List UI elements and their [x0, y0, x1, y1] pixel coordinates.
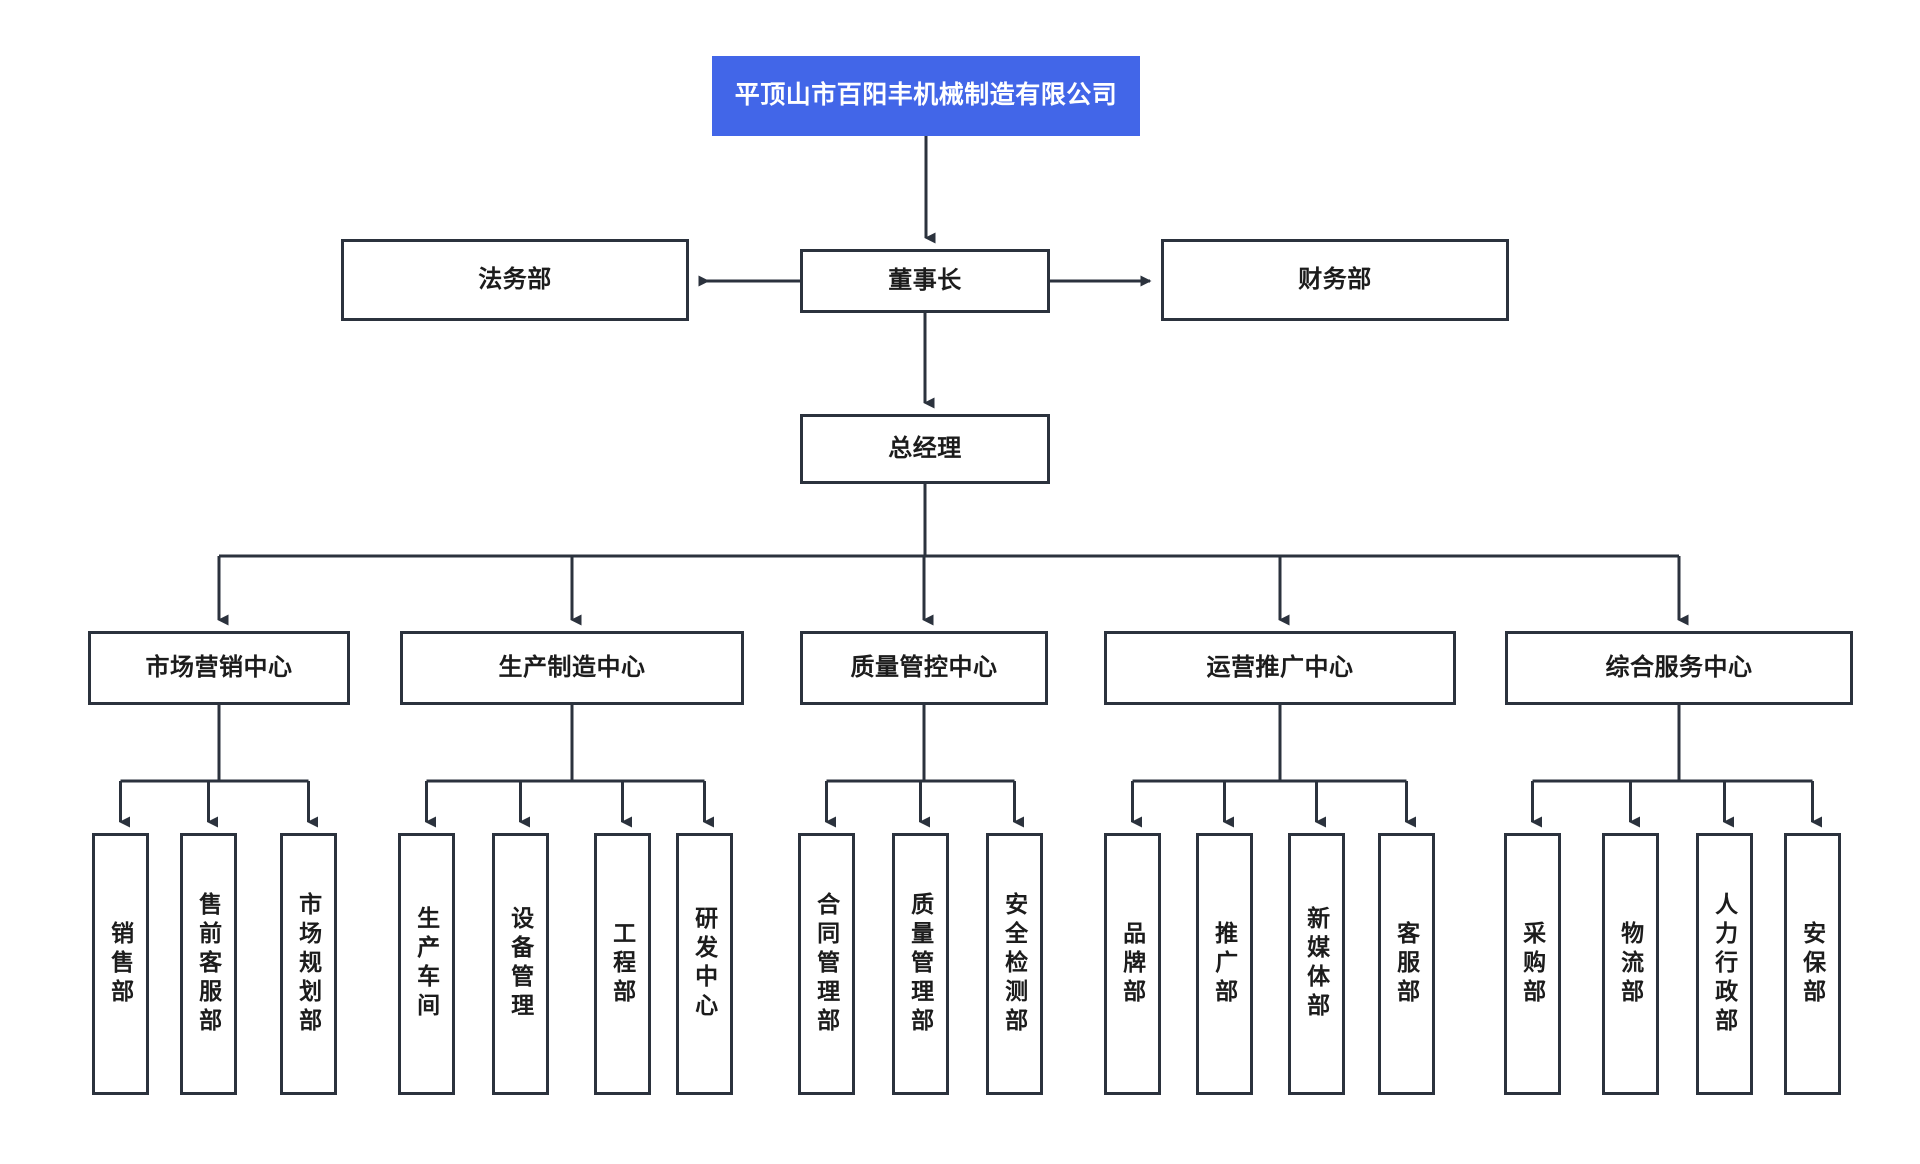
node-chairman-label: 董事长 [888, 267, 962, 294]
node-department-1-1[interactable]: 销售部 [92, 833, 149, 1095]
node-department-3-1[interactable]: 合同管理部 [798, 833, 855, 1095]
node-department-label: 质量管理部 [907, 891, 934, 1037]
node-chairman[interactable]: 董事长 [800, 249, 1050, 313]
node-department-label: 客服部 [1393, 920, 1420, 1008]
node-center-1[interactable]: 市场营销中心 [88, 631, 350, 705]
node-center-label: 质量管控中心 [850, 654, 998, 681]
node-department-label: 采购部 [1519, 920, 1546, 1008]
node-department-3-3[interactable]: 安全检测部 [986, 833, 1043, 1095]
node-finance-label: 财务部 [1298, 266, 1372, 293]
node-center-label: 市场营销中心 [145, 654, 293, 681]
node-department-label: 销售部 [107, 920, 134, 1008]
node-center-3[interactable]: 质量管控中心 [800, 631, 1048, 705]
node-department-label: 售前客服部 [195, 891, 222, 1037]
node-department-1-3[interactable]: 市场规划部 [280, 833, 337, 1095]
node-department-3-2[interactable]: 质量管理部 [892, 833, 949, 1095]
node-general-manager[interactable]: 总经理 [800, 414, 1050, 484]
node-department-label: 物流部 [1617, 920, 1644, 1008]
node-company-label: 平顶山市百阳丰机械制造有限公司 [734, 81, 1118, 110]
node-finance-department[interactable]: 财务部 [1161, 239, 1509, 321]
node-department-2-2[interactable]: 设备管理 [492, 833, 549, 1095]
node-department-4-4[interactable]: 客服部 [1378, 833, 1435, 1095]
node-department-label: 研发中心 [691, 906, 718, 1022]
node-department-label: 新媒体部 [1303, 906, 1330, 1022]
node-center-label: 生产制造中心 [498, 654, 646, 681]
node-department-2-3[interactable]: 工程部 [594, 833, 651, 1095]
node-department-label: 推广部 [1211, 920, 1238, 1008]
node-center-2[interactable]: 生产制造中心 [400, 631, 744, 705]
node-department-5-1[interactable]: 采购部 [1504, 833, 1561, 1095]
node-department-4-1[interactable]: 品牌部 [1104, 833, 1161, 1095]
node-department-5-4[interactable]: 安保部 [1784, 833, 1841, 1095]
node-department-label: 安保部 [1799, 920, 1826, 1008]
node-department-label: 生产车间 [413, 906, 440, 1022]
node-department-label: 品牌部 [1119, 920, 1146, 1008]
node-department-label: 设备管理 [507, 906, 534, 1022]
node-department-label: 工程部 [609, 920, 636, 1008]
node-department-label: 合同管理部 [813, 891, 840, 1037]
node-legal-label: 法务部 [478, 266, 552, 293]
node-department-label: 人力行政部 [1711, 891, 1738, 1037]
node-center-label: 运营推广中心 [1206, 654, 1354, 681]
node-center-label: 综合服务中心 [1605, 654, 1753, 681]
node-department-label: 市场规划部 [295, 891, 322, 1037]
node-department-4-2[interactable]: 推广部 [1196, 833, 1253, 1095]
node-department-2-4[interactable]: 研发中心 [676, 833, 733, 1095]
node-center-5[interactable]: 综合服务中心 [1505, 631, 1853, 705]
node-department-4-3[interactable]: 新媒体部 [1288, 833, 1345, 1095]
node-department-5-3[interactable]: 人力行政部 [1696, 833, 1753, 1095]
node-department-1-2[interactable]: 售前客服部 [180, 833, 237, 1095]
node-company[interactable]: 平顶山市百阳丰机械制造有限公司 [712, 56, 1140, 136]
node-department-label: 安全检测部 [1001, 891, 1028, 1037]
node-center-4[interactable]: 运营推广中心 [1104, 631, 1456, 705]
node-gm-label: 总经理 [888, 435, 962, 462]
node-legal-department[interactable]: 法务部 [341, 239, 689, 321]
node-department-5-2[interactable]: 物流部 [1602, 833, 1659, 1095]
node-department-2-1[interactable]: 生产车间 [398, 833, 455, 1095]
